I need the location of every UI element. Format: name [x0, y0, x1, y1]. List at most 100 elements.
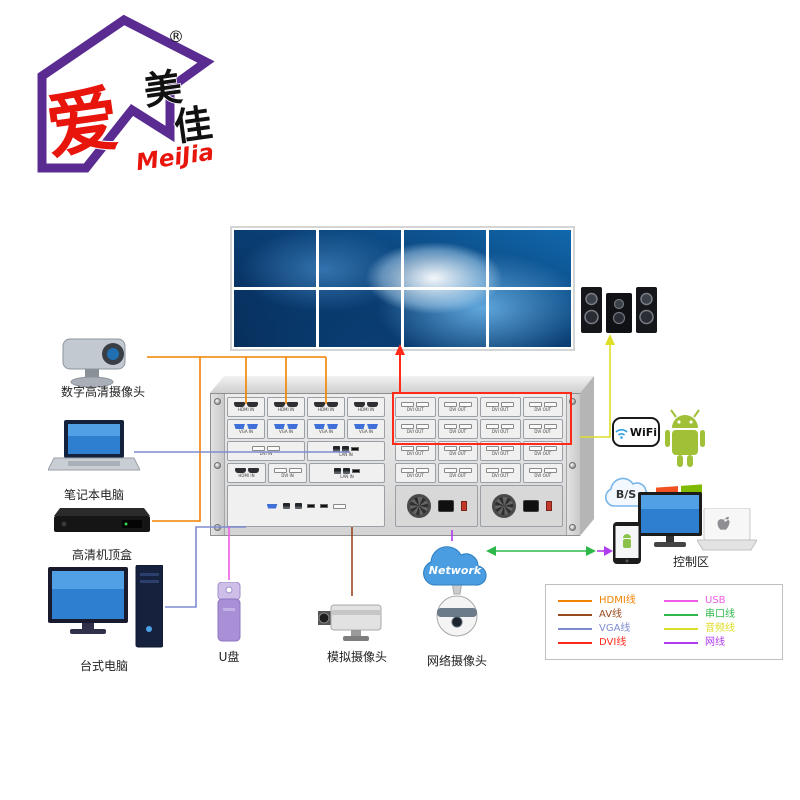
screw-icon: [569, 524, 576, 531]
module-ports: [528, 402, 557, 407]
dvi-port-icon: [267, 446, 280, 451]
stb-power-button: [61, 521, 67, 527]
legend-item-3: DVI线: [558, 636, 664, 650]
module-label: DVI OUT: [534, 407, 552, 412]
chassis-row-left-slots: HDMI IN HDMI IN HDMI IN HDMI IN: [226, 397, 386, 417]
screw-icon: [214, 524, 221, 531]
module-hdmi-in: HDMI IN: [307, 397, 345, 417]
usb-drive-device: [217, 582, 241, 642]
apple-laptop-device: [697, 508, 757, 551]
module-ports: [443, 402, 472, 407]
module-dvi-out: DVI OUT: [480, 441, 521, 461]
usb-lanyard-hole: [225, 586, 233, 594]
vga-port-icon: [266, 503, 278, 509]
dvi-port-icon: [501, 424, 515, 429]
module-label: DVI OUT: [449, 473, 467, 478]
module-dvi-out: DVI OUT: [522, 463, 563, 483]
vga-port-icon: [354, 424, 365, 429]
module-ports: [443, 446, 472, 451]
smartphone-device: [613, 522, 641, 564]
vga-port-icon: [327, 424, 338, 429]
module-vga-in: VGA IN: [307, 419, 345, 439]
module-dvi-out: DVI OUT: [480, 419, 521, 439]
module-dvi-out: DVI OUT: [395, 441, 436, 461]
dvi-port-icon: [458, 468, 472, 473]
laptop-device: [48, 420, 140, 471]
apple-laptop-base: [697, 539, 757, 551]
set-top-box-device: [54, 508, 150, 532]
dvi-port-icon: [443, 424, 457, 429]
hdmi-port-icon: [327, 402, 338, 407]
legend-line-swatch: [558, 600, 592, 602]
hdmi-port-icon: [314, 402, 325, 407]
dvi-port-icon: [443, 468, 457, 473]
module-lan-in: LAN IN: [307, 441, 385, 461]
dome-band: [437, 608, 477, 617]
control-monitor-glare: [641, 495, 699, 509]
dvi-port-icon: [458, 402, 472, 407]
network-cloud: Network: [423, 546, 487, 586]
module-label: DVI OUT: [449, 429, 467, 434]
set-top-box-label: 高清机顶盒: [71, 548, 132, 562]
camera-lens-glass: [107, 348, 119, 360]
dvi-port-icon: [543, 468, 557, 473]
usb-port-icon: [351, 446, 359, 451]
camera-neck: [85, 369, 99, 378]
module-label: HDMI IN: [237, 407, 255, 412]
desktop-tower: [135, 565, 163, 648]
laptop-label: 笔记本电脑: [63, 488, 124, 502]
dvi-port-icon: [458, 446, 472, 451]
module-dvi-out: DVI OUT: [437, 463, 478, 483]
dvi-port-icon: [486, 424, 500, 429]
module-dvi-out: DVI OUT: [395, 463, 436, 483]
desktop-pc-label: 台式电脑: [79, 659, 128, 673]
module-ports: [273, 468, 302, 473]
module-dvi-out: DVI OUT: [522, 441, 563, 461]
module-label: VGA IN: [318, 429, 333, 434]
legend-label: 串口线: [705, 609, 735, 620]
legend-item-4: USB: [664, 594, 770, 608]
wall-panel-r1c3: [489, 290, 571, 347]
module-label: LAN IN: [339, 451, 353, 457]
module-hdmi-in: HDMI IN: [347, 397, 385, 417]
brand-logo: 爱 美 佳 MeiJia ®: [37, 14, 216, 176]
dvi-port-icon: [486, 446, 500, 451]
laptop-keyboard: [68, 461, 120, 466]
hdmi-port-icon: [354, 402, 365, 407]
module-label: HDMI IN: [357, 407, 375, 412]
vga-port-icon: [367, 424, 378, 429]
chassis-row-right-slots: DVI OUT DVI OUT DVI OUT DVI OUT: [394, 463, 564, 483]
module-label: HDMI IN: [238, 473, 255, 478]
module-ports: [266, 503, 346, 509]
module-label: DVI OUT: [491, 473, 509, 478]
phone-android-icon: [623, 534, 631, 538]
module-ports: [443, 424, 472, 429]
stb-top: [54, 508, 150, 516]
chassis-top-face: [210, 376, 594, 393]
desktop-monitor-base: [70, 629, 106, 634]
module-dvi-out: DVI OUT: [480, 397, 521, 417]
screw-icon: [214, 462, 221, 469]
rj45-port-icon: [334, 467, 341, 474]
module-ports: [314, 424, 338, 429]
module-label: LAN IN: [340, 473, 354, 479]
module-label: DVI IN: [259, 451, 273, 456]
module-vga-in: VGA IN: [347, 419, 385, 439]
module-ports: [401, 402, 430, 407]
dvi-port-icon: [401, 402, 415, 407]
dvi-port-icon: [486, 402, 500, 407]
legend-item-0: HDMI线: [558, 594, 664, 608]
chassis-row-5: [226, 485, 564, 527]
chassis-row-right-slots: [394, 485, 564, 527]
hd-camera-label: 数字高清摄像头: [60, 385, 145, 399]
module-label: HDMI IN: [277, 407, 295, 412]
module-label: DVI IN: [281, 473, 294, 478]
module-label: DVI OUT: [406, 429, 424, 434]
registered-trademark-mark: ®: [168, 27, 184, 46]
